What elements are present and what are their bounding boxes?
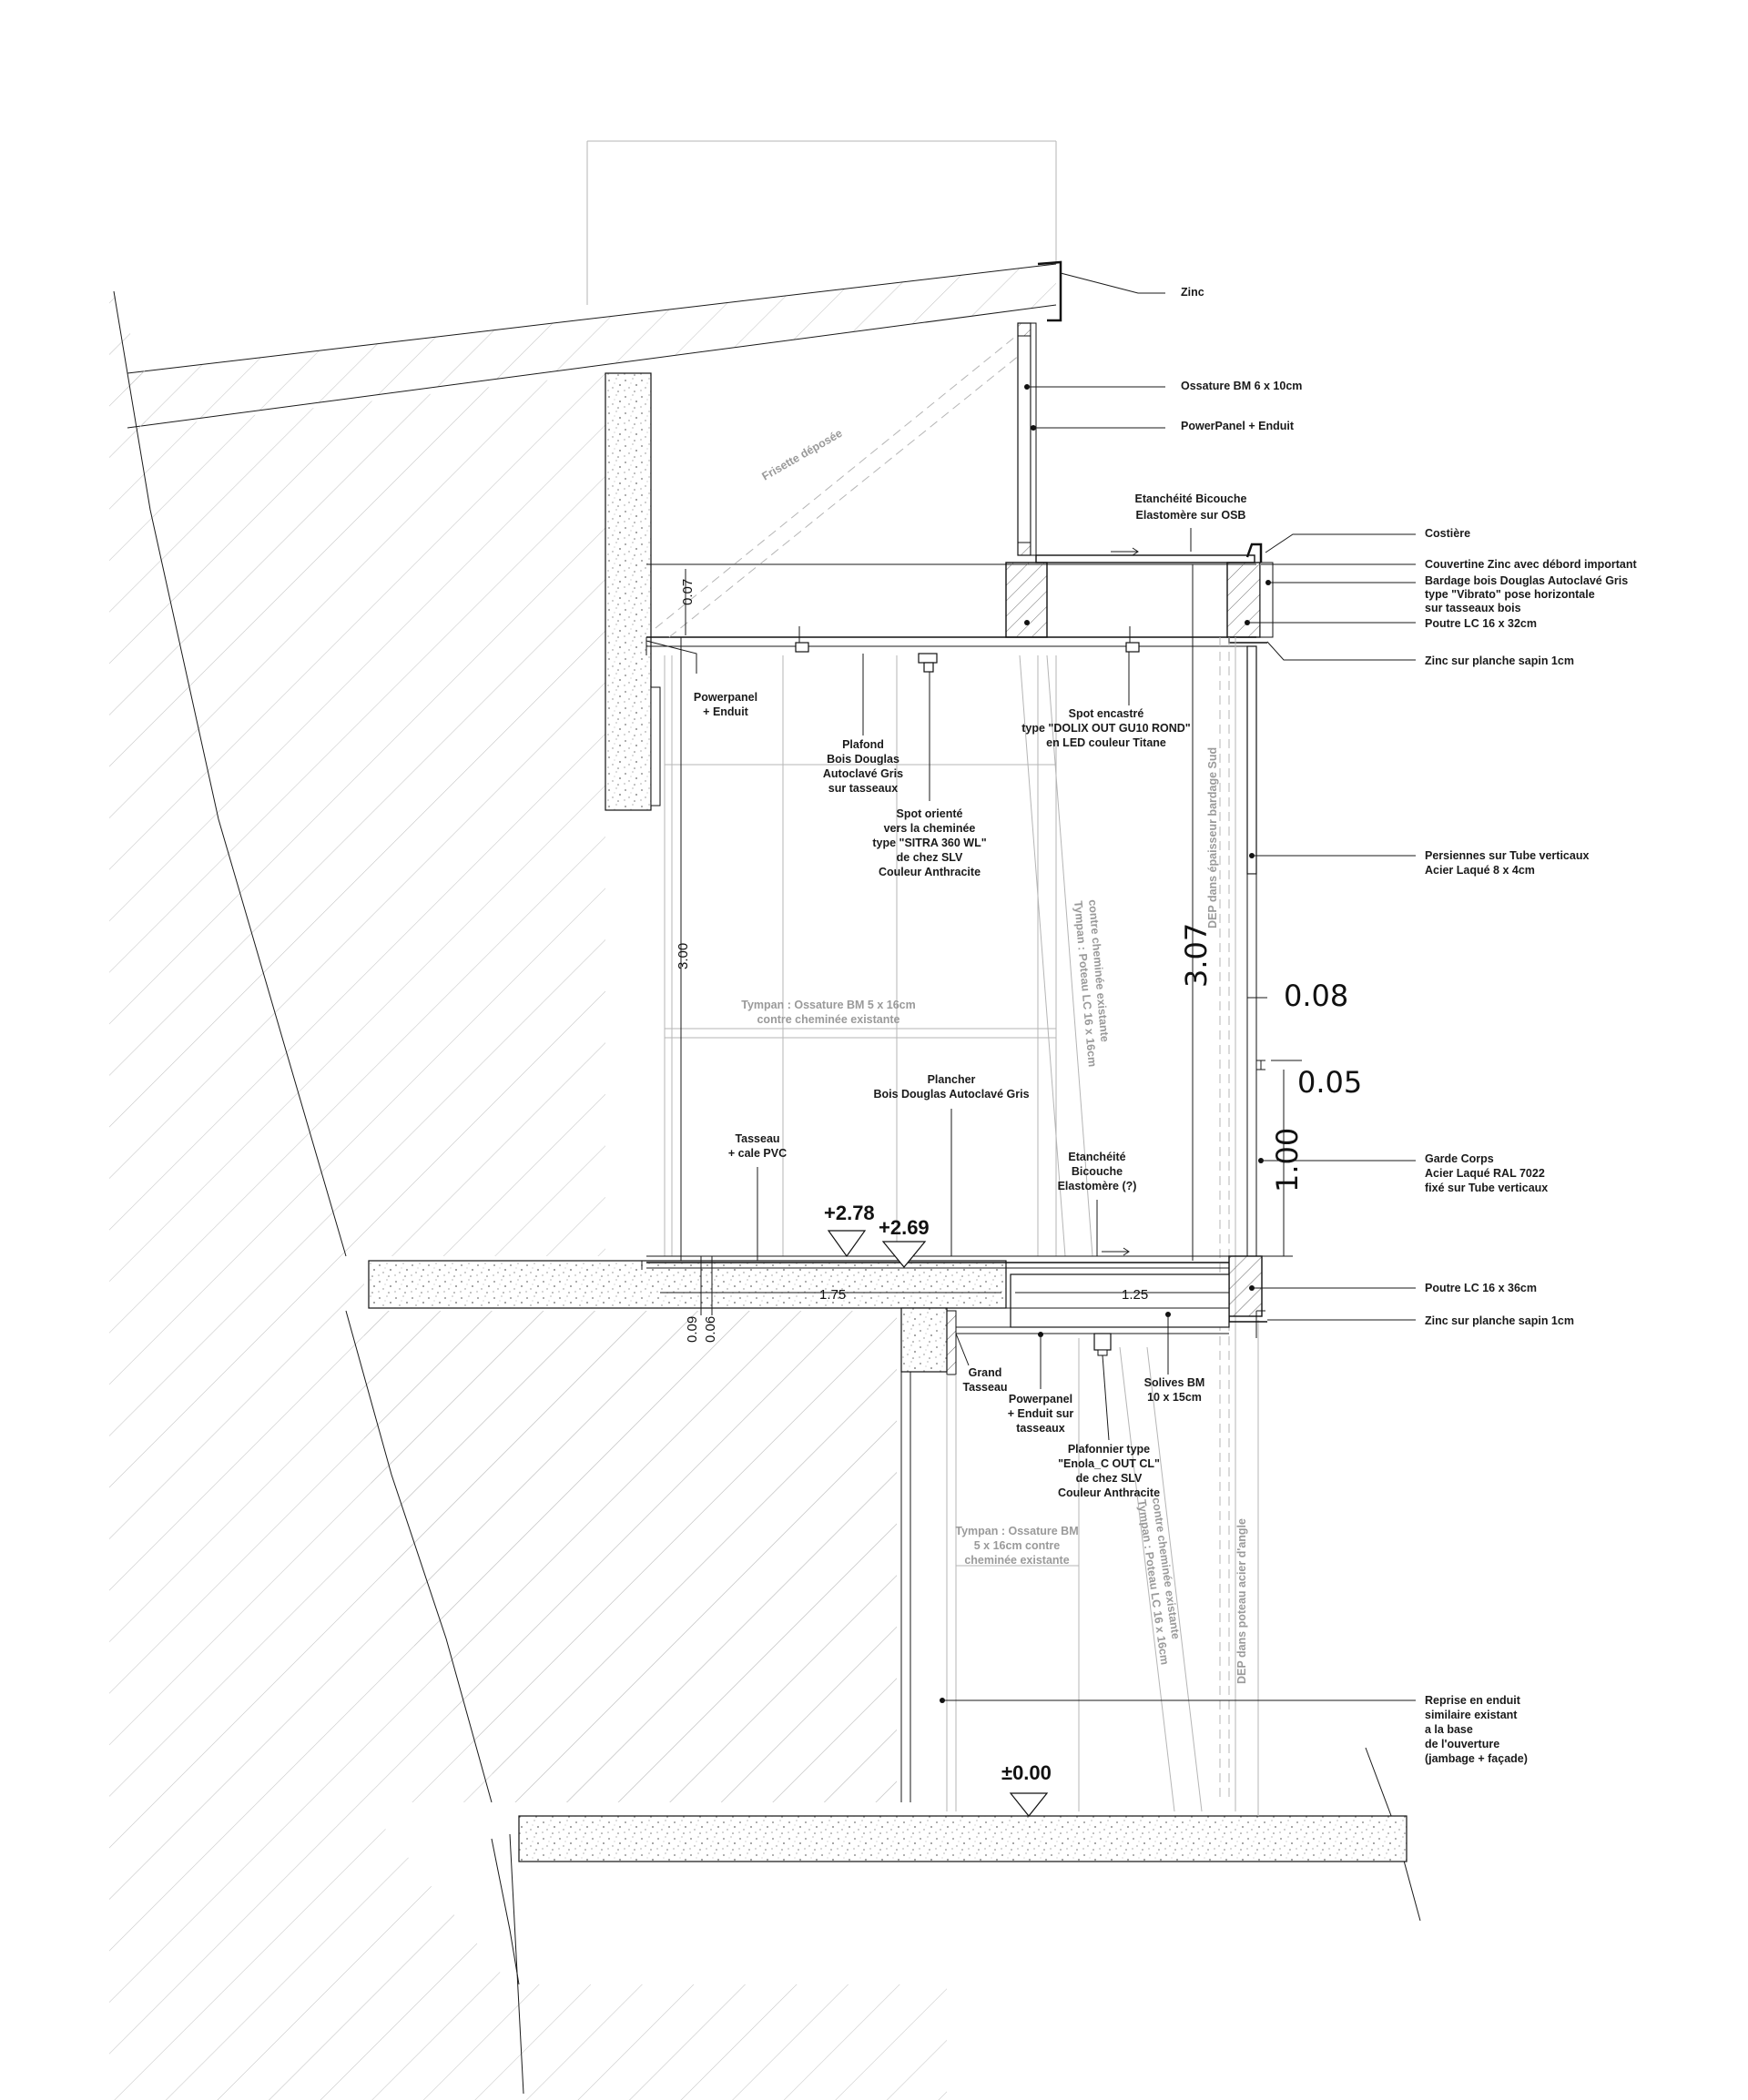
- label-plafond-3: Autoclavé Gris: [823, 767, 903, 780]
- dim-3-07: 3.07: [1179, 923, 1214, 988]
- label-garde-corps-1: Garde Corps: [1425, 1152, 1494, 1165]
- label-frisette: Frisette déposée: [760, 427, 845, 483]
- level-000: ±0.00: [1001, 1761, 1052, 1784]
- label-solives-1: Solives BM: [1144, 1376, 1205, 1389]
- label-powerpanel-bottom-1: Powerpanel: [1009, 1393, 1072, 1405]
- label-powerpanel-left-1: Powerpanel: [694, 691, 757, 704]
- label-plafond-1: Plafond: [842, 738, 884, 751]
- label-grand-tasseau-2: Tasseau: [962, 1381, 1007, 1394]
- label-grand-tasseau-1: Grand: [969, 1366, 1002, 1379]
- label-plafond-4: sur tasseaux: [828, 782, 898, 795]
- label-tympan-lower-3: cheminée existante: [964, 1554, 1069, 1567]
- label-plancher-1: Plancher: [928, 1073, 976, 1086]
- label-zinc-planche-top: Zinc sur planche sapin 1cm: [1425, 654, 1574, 667]
- label-reprise-1: Reprise en enduit: [1425, 1694, 1521, 1707]
- label-tympan-lower-1: Tympan : Ossature BM: [955, 1525, 1078, 1537]
- label-spot-oriente-1: Spot orienté: [897, 807, 963, 820]
- label-plafond-2: Bois Douglas: [827, 753, 899, 766]
- label-solives-2: 10 x 15cm: [1147, 1391, 1202, 1404]
- dim-1-25: 1.25: [1122, 1287, 1148, 1303]
- label-spot-encastre-1: Spot encastré: [1069, 707, 1144, 720]
- label-plafonnier-4: Couleur Anthracite: [1058, 1486, 1160, 1499]
- label-etancheite-top-2: Elastomère sur OSB: [1136, 509, 1246, 522]
- level-269: +2.69: [879, 1216, 930, 1239]
- existing-masonry: [109, 140, 1421, 2100]
- label-etancheite-top-1: Etanchéité Bicouche: [1135, 492, 1247, 505]
- label-powerpanel-bottom-3: tasseaux: [1016, 1422, 1065, 1435]
- label-zinc-planche-bottom: Zinc sur planche sapin 1cm: [1425, 1314, 1574, 1327]
- label-garde-corps-2: Acier Laqué RAL 7022: [1425, 1167, 1545, 1180]
- label-powerpanel-bottom-2: + Enduit sur: [1008, 1407, 1074, 1420]
- label-tasseau-1: Tasseau: [735, 1132, 779, 1145]
- label-plafonnier-3: de chez SLV: [1076, 1472, 1143, 1485]
- label-poutre-bottom: Poutre LC 16 x 36cm: [1425, 1282, 1537, 1294]
- concrete-elements: [368, 372, 1408, 1862]
- label-powerpanel-enduit: PowerPanel + Enduit: [1181, 420, 1295, 432]
- label-tympan-upper-2: contre cheminée existante: [757, 1013, 899, 1026]
- dim-1-75: 1.75: [819, 1287, 846, 1303]
- label-reprise-5: (jambage + façade): [1425, 1752, 1528, 1765]
- label-persiennes-2: Acier Laqué 8 x 4cm: [1425, 864, 1535, 877]
- label-spot-encastre-3: en LED couleur Titane: [1046, 736, 1166, 749]
- label-bardage-1: Bardage bois Douglas Autoclavé Gris: [1425, 574, 1628, 587]
- label-garde-corps-3: fixé sur Tube verticaux: [1425, 1182, 1548, 1194]
- right-facade: [1219, 637, 1265, 1816]
- label-dep-angle: DEP dans poteau acier d'angle: [1235, 1518, 1248, 1684]
- dim-0-09: 0.09: [685, 1316, 700, 1343]
- label-spot-oriente-3: type "SITRA 360 WL": [872, 837, 986, 849]
- label-spot-oriente-4: de chez SLV: [897, 851, 963, 864]
- label-poutre-top: Poutre LC 16 x 32cm: [1425, 617, 1537, 630]
- label-reprise-3: a la base: [1425, 1723, 1473, 1736]
- label-ossature-bm: Ossature BM 6 x 10cm: [1181, 380, 1302, 392]
- dimension-lines: 0.07 3.00 3.07 0.08 0.05 1.00 1.75 1.25 …: [660, 564, 1362, 1343]
- label-reprise-2: similaire existant: [1425, 1709, 1518, 1721]
- label-zinc: Zinc: [1181, 286, 1204, 299]
- label-tympan-upper-1: Tympan : Ossature BM 5 x 16cm: [741, 999, 916, 1011]
- label-couvertine: Couvertine Zinc avec débord important: [1425, 558, 1638, 571]
- label-spot-oriente-2: vers la cheminée: [884, 822, 976, 835]
- label-plafonnier-1: Plafonnier type: [1068, 1443, 1150, 1456]
- label-powerpanel-left-2: + Enduit: [703, 705, 748, 718]
- label-bardage-2: type "Vibrato" pose horizontale: [1425, 588, 1595, 601]
- label-bardage-3: sur tasseaux bois: [1425, 602, 1521, 614]
- label-plafonnier-2: "Enola_C OUT CL": [1058, 1457, 1160, 1470]
- label-dep-bardage: DEP dans épaisseur bardage Sud: [1206, 747, 1219, 928]
- label-etancheite-bottom-2: Bicouche: [1072, 1165, 1123, 1178]
- label-reprise-4: de l'ouverture: [1425, 1738, 1499, 1750]
- label-spot-encastre-2: type "DOLIX OUT GU10 ROND": [1021, 722, 1191, 735]
- label-tasseau-2: + cale PVC: [728, 1147, 787, 1160]
- dim-0-06: 0.06: [703, 1316, 718, 1343]
- dim-1-00: 1.00: [1270, 1128, 1305, 1192]
- label-etancheite-bottom-3: Elastomère (?): [1058, 1180, 1137, 1192]
- leader-lines: [645, 272, 1416, 1703]
- label-etancheite-bottom-1: Etanchéité: [1068, 1151, 1125, 1163]
- callout-labels: Zinc Ossature BM 6 x 10cm PowerPanel + E…: [694, 286, 1638, 1765]
- label-persiennes-1: Persiennes sur Tube verticaux: [1425, 849, 1589, 862]
- level-278: +2.78: [824, 1202, 875, 1224]
- dim-3-00: 3.00: [676, 943, 691, 969]
- label-tympan-lower-2: 5 x 16cm contre: [974, 1539, 1061, 1552]
- label-spot-oriente-5: Couleur Anthracite: [879, 866, 981, 878]
- level-markers: +2.78 +2.69 ±0.00: [824, 1202, 1052, 1817]
- dim-0-05: 0.05: [1297, 1065, 1362, 1100]
- dim-0-08: 0.08: [1284, 979, 1348, 1013]
- label-plancher-2: Bois Douglas Autoclavé Gris: [873, 1088, 1029, 1101]
- label-costiere: Costière: [1425, 527, 1470, 540]
- dim-0-07: 0.07: [680, 579, 696, 605]
- floor-buildup: [641, 1247, 1267, 1812]
